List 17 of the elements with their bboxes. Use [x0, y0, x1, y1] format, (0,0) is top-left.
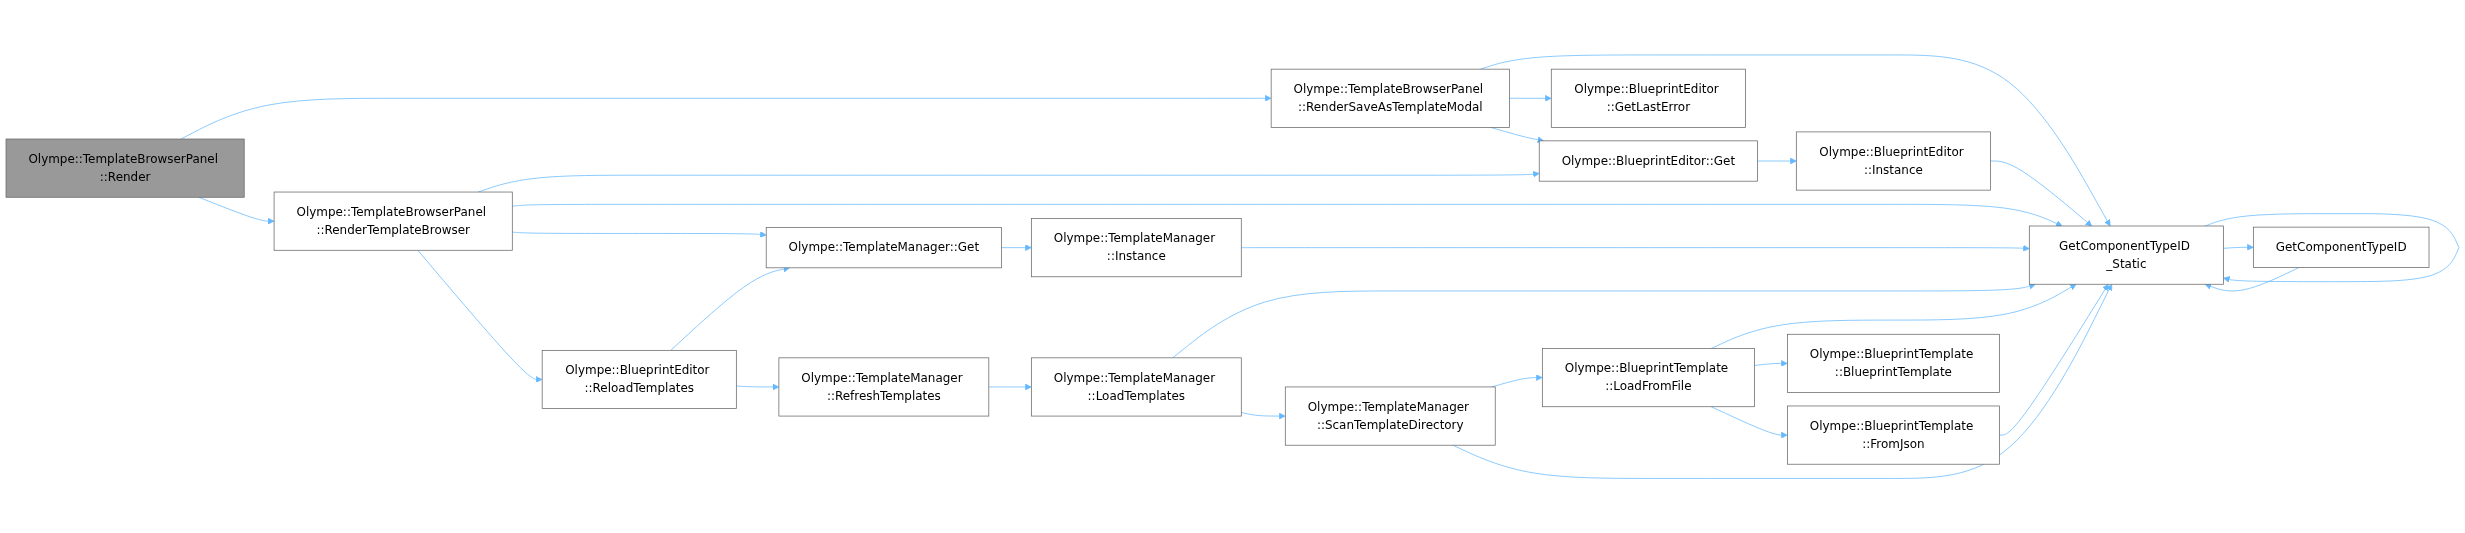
node-box: Olympe::BlueprintTemplate ::FromJson: [1787, 405, 2000, 465]
node-box: Olympe::BlueprintEditor ::GetLastError: [1550, 68, 1746, 128]
node-box: GetComponentTypeID: [2253, 226, 2430, 268]
node-box: Olympe::TemplateManager ::LoadTemplates: [1030, 357, 1242, 417]
node-box: Olympe::TemplateBrowserPanel ::RenderSaveAsTemplateModal: [1270, 68, 1510, 128]
node-box: Olympe::BlueprintTemplate ::BlueprintTemplate: [1787, 333, 2000, 393]
node-box: Olympe::BlueprintTemplate ::LoadFromFile: [1541, 347, 1755, 407]
node-box: Olympe::TemplateManager ::Instance: [1030, 217, 1242, 277]
node-box: Olympe::BlueprintEditor ::ReloadTemplates: [541, 349, 737, 409]
node-box: Olympe::TemplateManager ::RefreshTemplates: [778, 357, 990, 417]
node-box: Olympe::BlueprintEditor::Get: [1538, 140, 1758, 182]
node-box: Olympe::BlueprintEditor ::Instance: [1795, 131, 1991, 191]
node-box: Olympe::TemplateManager ::ScanTemplateDirectory: [1284, 386, 1496, 446]
node-box: Olympe::TemplateBrowserPanel ::RenderTemplateBrowser: [273, 191, 513, 251]
node-box: Olympe::TemplateManager::Get: [765, 226, 1002, 268]
node-box: Olympe::TemplateBrowserPanel ::Render: [5, 138, 245, 198]
node-box: GetComponentTypeID _Static: [2028, 225, 2224, 285]
